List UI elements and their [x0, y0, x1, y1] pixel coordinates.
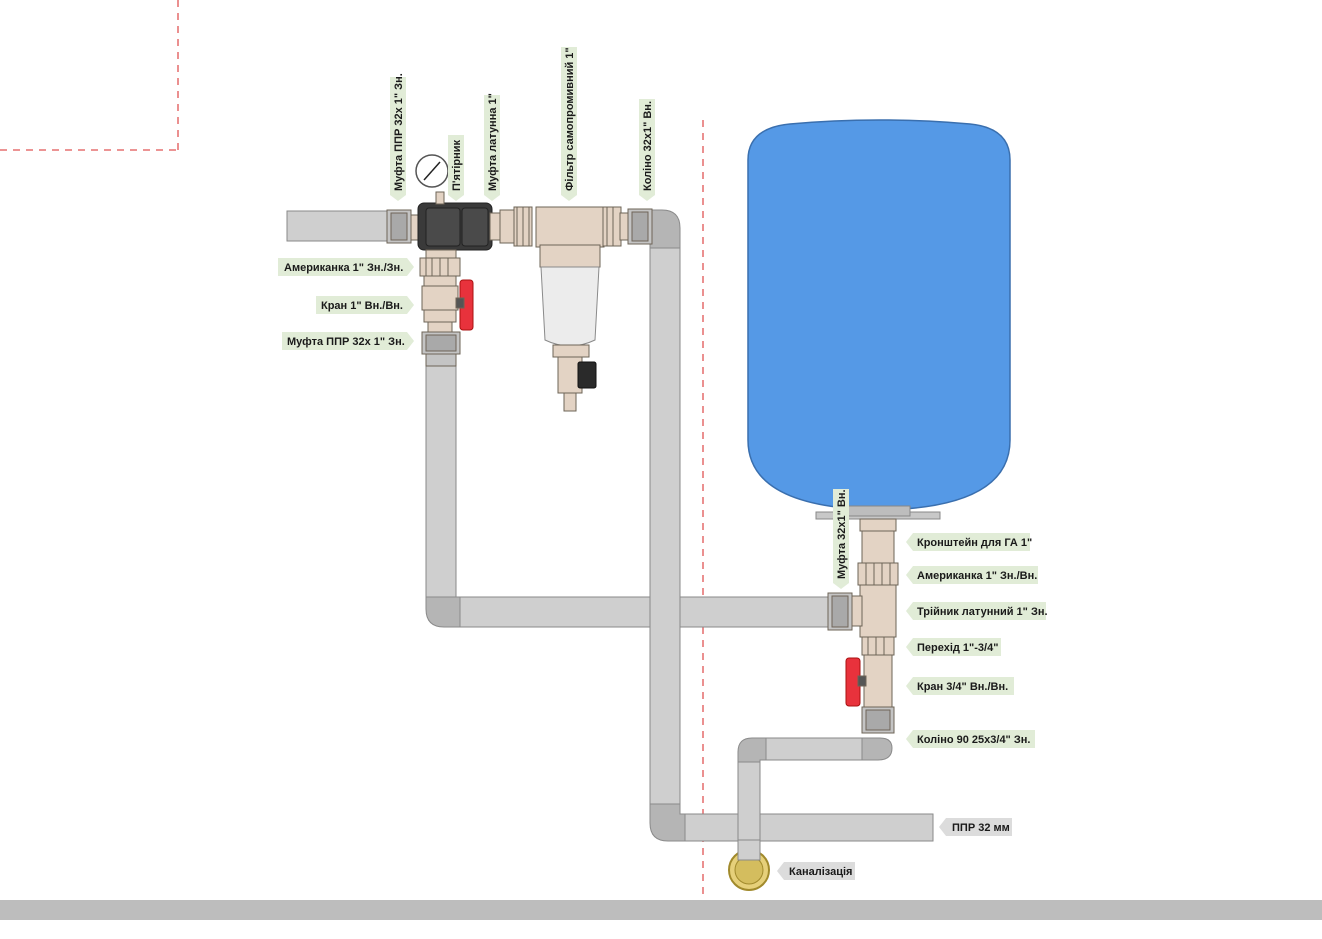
- elbow-bottom-mid: [649, 803, 686, 842]
- sewer-drain: [728, 839, 770, 891]
- text-elbow-top: Коліно 32x1" Вн.: [642, 101, 654, 191]
- bracket: [859, 518, 897, 532]
- pipe-elbows: [425, 209, 893, 842]
- text-elbow-90: Коліно 90 25x3/4" Зн.: [917, 734, 1030, 746]
- union-right: [857, 562, 899, 586]
- label-union-left: Американка 1" Зн./Зн.: [278, 258, 414, 276]
- elbow-bottom-left: [425, 596, 461, 628]
- label-brass-coupling: Муфта латунна 1": [484, 93, 500, 201]
- valve-body-left: [421, 285, 459, 311]
- text-sewer: Каналізація: [789, 866, 852, 878]
- text-coupling-ppr-top: Муфта ППР 32x 1" Зн.: [393, 73, 405, 191]
- label-tank-coupling: Муфта 32x1" Вн.: [833, 489, 849, 589]
- right-assembly: [827, 518, 899, 734]
- filter-head: [535, 206, 605, 248]
- label-sewer: Каналізація: [777, 862, 855, 880]
- label-manometer: П'ятірник: [448, 135, 464, 201]
- ppr-pipes: [286, 210, 934, 861]
- tank-body: [747, 119, 1011, 511]
- text-filter: Фільтр самопромивний 1": [564, 47, 576, 191]
- text-brass-coupling: Муфта латунна 1": [487, 93, 499, 191]
- text-union-left: Американка 1" Зн./Зн.: [284, 262, 403, 274]
- valve-body-right: [863, 654, 893, 708]
- label-bracket: Кронштейн для ГА 1": [906, 533, 1032, 551]
- text-manometer: П'ятірник: [451, 139, 463, 191]
- text-coupling-left: Муфта ППР 32x 1" Зн.: [287, 336, 405, 348]
- label-valve-left: Кран 1" Вн./Вн.: [316, 296, 414, 314]
- text-bracket: Кронштейн для ГА 1": [917, 537, 1032, 549]
- filter-drain-handle: [577, 361, 597, 389]
- right-labels: Кронштейн для ГА 1" Американка 1" Зн./Вн…: [777, 533, 1048, 880]
- elbow-top-right: [649, 209, 681, 249]
- hydro-accumulator: [747, 119, 1011, 520]
- label-elbow-90: Коліно 90 25x3/4" Зн.: [906, 730, 1035, 748]
- label-tee: Трійник латунний 1" Зн.: [906, 602, 1048, 620]
- text-ppr-32: ППР 32 мм: [952, 822, 1010, 834]
- label-ppr-32: ППР 32 мм: [939, 818, 1012, 836]
- label-valve-right: Кран 3/4" Вн./Вн.: [906, 677, 1014, 695]
- top-labels: Муфта ППР 32x 1" Зн. П'ятірник Муфта лат…: [390, 47, 849, 589]
- brass-coupling: [499, 209, 515, 244]
- label-union-right: Американка 1" Зн./Вн.: [906, 566, 1038, 584]
- filter-bowl: [540, 266, 600, 347]
- dashed-guides: [0, 0, 704, 900]
- text-tank-coupling: Муфта 32x1" Вн.: [836, 489, 848, 579]
- text-union-right: Американка 1" Зн./Вн.: [917, 570, 1037, 582]
- label-filter: Фільтр самопромивний 1": [561, 47, 577, 201]
- text-valve-right: Кран 3/4" Вн./Вн.: [917, 681, 1008, 693]
- label-coupling-ppr-top: Муфта ППР 32x 1" Зн.: [390, 73, 406, 201]
- elbow-drain-top: [737, 737, 767, 763]
- top-assembly: [386, 154, 653, 412]
- text-valve-left: Кран 1" Вн./Вн.: [321, 300, 403, 312]
- floor: [0, 900, 1322, 920]
- text-adapter: Перехід 1"-3/4": [917, 642, 998, 654]
- label-elbow-top: Коліно 32x1" Вн.: [639, 99, 655, 201]
- left-labels: Американка 1" Зн./Зн. Кран 1" Вн./Вн. Му…: [278, 258, 414, 350]
- tee-brass: [859, 584, 897, 638]
- label-adapter: Перехід 1"-3/4": [906, 638, 1001, 656]
- label-coupling-left: Муфта ППР 32x 1" Зн.: [282, 332, 414, 350]
- text-tee: Трійник латунний 1" Зн.: [917, 606, 1048, 618]
- elbow-drain-right: [861, 737, 893, 761]
